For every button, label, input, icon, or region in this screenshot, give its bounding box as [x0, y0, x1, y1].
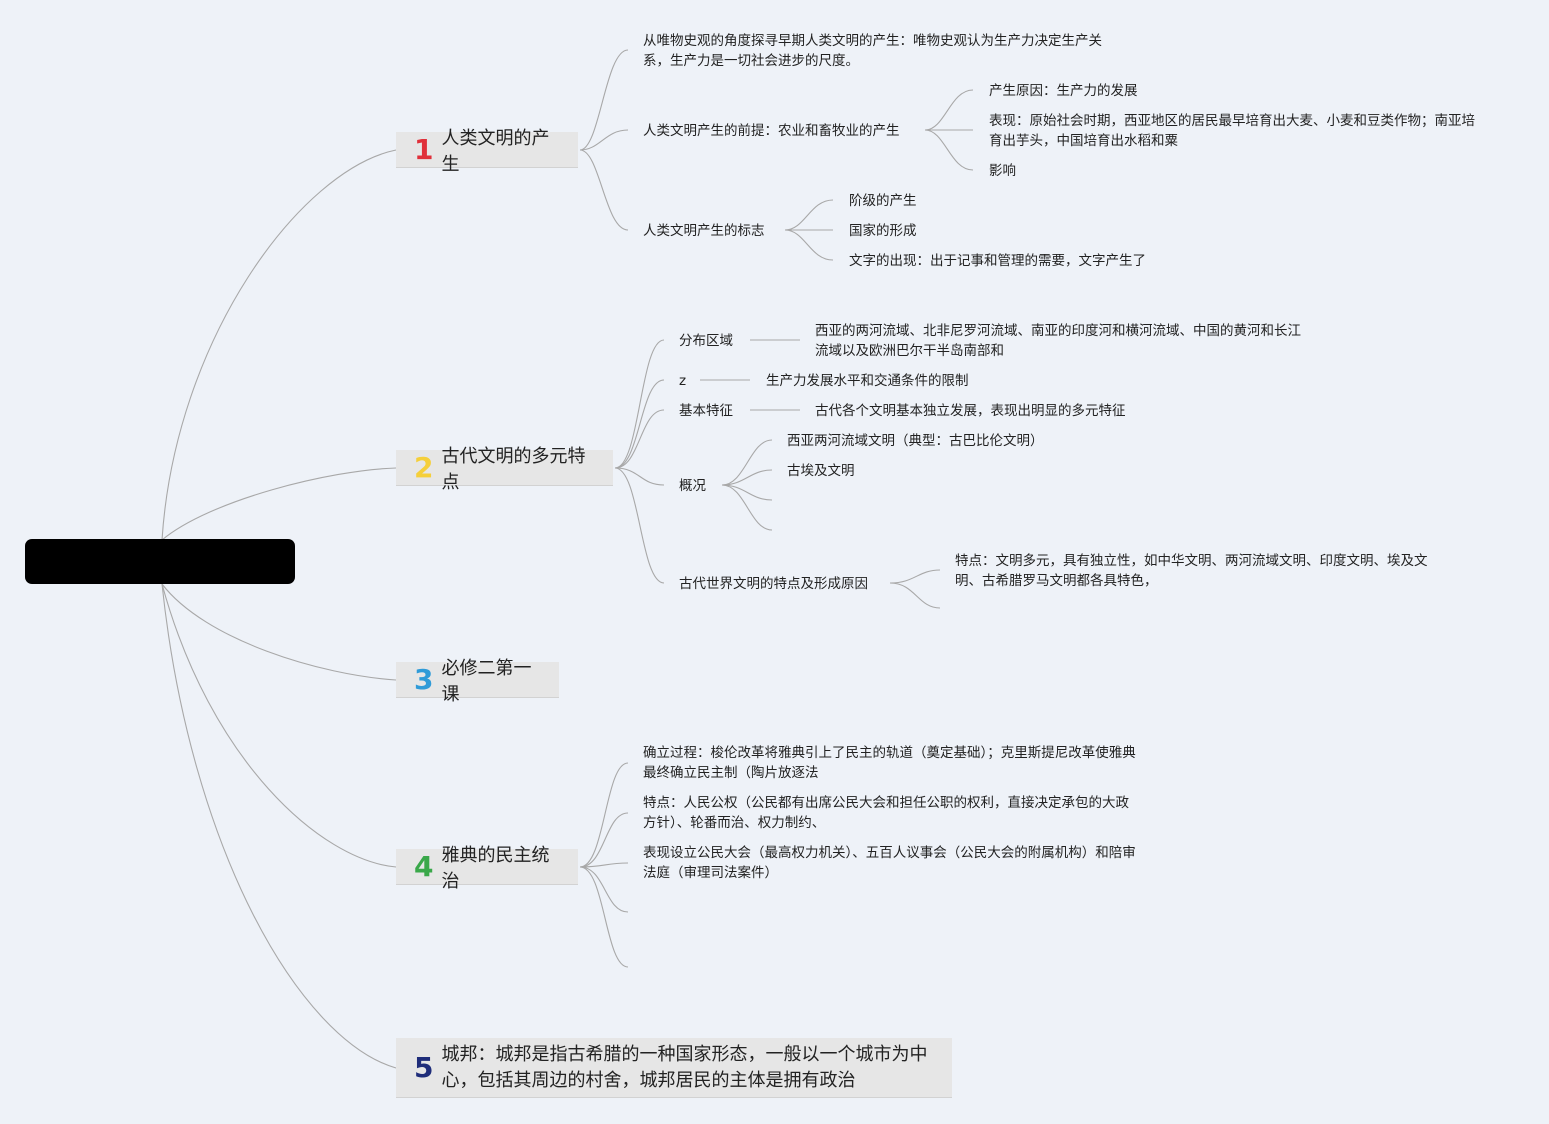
leaf-state[interactable]: 国家的形成: [849, 221, 917, 241]
leaf-egypt[interactable]: 古埃及文明: [787, 461, 855, 481]
topic-title: 雅典的民主统治: [441, 844, 550, 892]
topic-4-athenian-democracy[interactable]: 4 雅典的民主统治: [396, 845, 578, 892]
subtopic-world-features[interactable]: 古代世界文明的特点及形成原因: [679, 574, 868, 594]
subtopic-overview[interactable]: 概况: [679, 476, 706, 496]
subtopic-text: 确立过程：梭伦改革将雅典引上了民主的轨道（奠定基础）；克里斯提尼改革使雅典最终确…: [643, 745, 1136, 781]
subtopic-text: 表现设立公民大会（最高权力机关）、五百人议事会（公民大会的附属机构）和陪审法庭（…: [643, 845, 1136, 881]
topic-1-civilization-origin[interactable]: 1 人类文明的产生: [396, 128, 578, 175]
topic-2-ancient-diversity[interactable]: 2 古代文明的多元特点: [396, 446, 613, 493]
topic-title: 城邦：城邦是指古希腊的一种国家形态，一般以一个城市为中心，包括其周边的村舍，城邦…: [441, 1043, 928, 1091]
subtopic-marks[interactable]: 人类文明产生的标志: [643, 221, 765, 241]
leaf-text: 阶级的产生: [849, 193, 917, 209]
leaf-text: 生产力发展水平和交通条件的限制: [766, 373, 969, 389]
subtopic-z[interactable]: z: [679, 371, 686, 391]
topic-title: 必修二第一课: [441, 657, 532, 705]
leaf-world-features-detail[interactable]: 特点：文明多元，具有独立性，如中华文明、两河流域文明、印度文明、埃及文明、古希腊…: [955, 551, 1450, 591]
subtopic-text: 概况: [679, 478, 706, 494]
subtopic-text: z: [679, 373, 687, 389]
leaf-cause[interactable]: 产生原因：生产力的发展: [989, 81, 1138, 101]
root-topic[interactable]: [25, 539, 295, 584]
subtopic-text: 从唯物史观的角度探寻早期人类文明的产生：唯物史观认为生产力决定生产关系，生产力是…: [643, 33, 1102, 69]
leaf-manifestation[interactable]: 表现：原始社会时期，西亚地区的居民最早培育出大麦、小麦和豆类作物；南亚培育出芋头…: [989, 111, 1484, 151]
subtopic-text: 特点：人民公权（公民都有出席公民大会和担任公职的权利，直接决定承包的大政方针）、…: [643, 795, 1129, 831]
subtopic-characteristics[interactable]: 特点：人民公权（公民都有出席公民大会和担任公职的权利，直接决定承包的大政方针）、…: [643, 793, 1138, 833]
leaf-text: 古代各个文明基本独立发展，表现出明显的多元特征: [815, 403, 1126, 419]
topic-number-5: 5: [414, 1050, 434, 1084]
leaf-text: 古埃及文明: [787, 463, 855, 479]
leaf-distribution-detail[interactable]: 西亚的两河流域、北非尼罗河流域、南亚的印度河和横河流域、中国的黄河和长江流域以及…: [815, 321, 1310, 361]
leaf-mesopotamia[interactable]: 西亚两河流域文明（典型：古巴比伦文明）: [787, 431, 1044, 451]
subtopic-text: 基本特征: [679, 403, 733, 419]
subtopic-basic-features[interactable]: 基本特征: [679, 401, 733, 421]
subtopic-text: 人类文明产生的前提：农业和畜牧业的产生: [643, 123, 900, 139]
subtopic-text: 分布区域: [679, 333, 733, 349]
topic-number-4: 4: [414, 849, 434, 883]
subtopic-text: 古代世界文明的特点及形成原因: [679, 576, 868, 592]
leaf-text: 影响: [989, 163, 1016, 179]
leaf-class[interactable]: 阶级的产生: [849, 191, 917, 211]
topic-number-3: 3: [414, 662, 434, 696]
leaf-text: 西亚两河流域文明（典型：古巴比伦文明）: [787, 433, 1044, 449]
topic-title: 古代文明的多元特点: [441, 445, 586, 493]
leaf-basic-features-detail[interactable]: 古代各个文明基本独立发展，表现出明显的多元特征: [815, 401, 1126, 421]
subtopic-prerequisite[interactable]: 人类文明产生的前提：农业和畜牧业的产生: [643, 121, 900, 141]
topic-5-city-state[interactable]: 5 城邦：城邦是指古希腊的一种国家形态，一般以一个城市为中心，包括其周边的村舍，…: [396, 1038, 952, 1098]
leaf-writing[interactable]: 文字的出现：出于记事和管理的需要，文字产生了: [849, 251, 1146, 271]
leaf-text: 表现：原始社会时期，西亚地区的居民最早培育出大麦、小麦和豆类作物；南亚培育出芋头…: [989, 113, 1475, 149]
topic-3-compulsory-lesson[interactable]: 3 必修二第一课: [396, 658, 559, 705]
leaf-limitations[interactable]: 生产力发展水平和交通条件的限制: [766, 371, 969, 391]
topic-number-1: 1: [414, 132, 434, 166]
subtopic-historical-materialism[interactable]: 从唯物史观的角度探寻早期人类文明的产生：唯物史观认为生产力决定生产关系，生产力是…: [643, 31, 1123, 71]
topic-title: 人类文明的产生: [441, 127, 550, 175]
topic-number-2: 2: [414, 450, 434, 484]
subtopic-text: 人类文明产生的标志: [643, 223, 765, 239]
subtopic-distribution[interactable]: 分布区域: [679, 331, 733, 351]
leaf-influence[interactable]: 影响: [989, 161, 1016, 181]
subtopic-manifestation[interactable]: 表现设立公民大会（最高权力机关）、五百人议事会（公民大会的附属机构）和陪审法庭（…: [643, 843, 1138, 883]
leaf-text: 西亚的两河流域、北非尼罗河流域、南亚的印度河和横河流域、中国的黄河和长江流域以及…: [815, 323, 1301, 359]
subtopic-establishment[interactable]: 确立过程：梭伦改革将雅典引上了民主的轨道（奠定基础）；克里斯提尼改革使雅典最终确…: [643, 743, 1138, 783]
leaf-text: 国家的形成: [849, 223, 917, 239]
leaf-text: 产生原因：生产力的发展: [989, 83, 1138, 99]
leaf-text: 特点：文明多元，具有独立性，如中华文明、两河流域文明、印度文明、埃及文明、古希腊…: [955, 553, 1428, 589]
leaf-text: 文字的出现：出于记事和管理的需要，文字产生了: [849, 253, 1146, 269]
